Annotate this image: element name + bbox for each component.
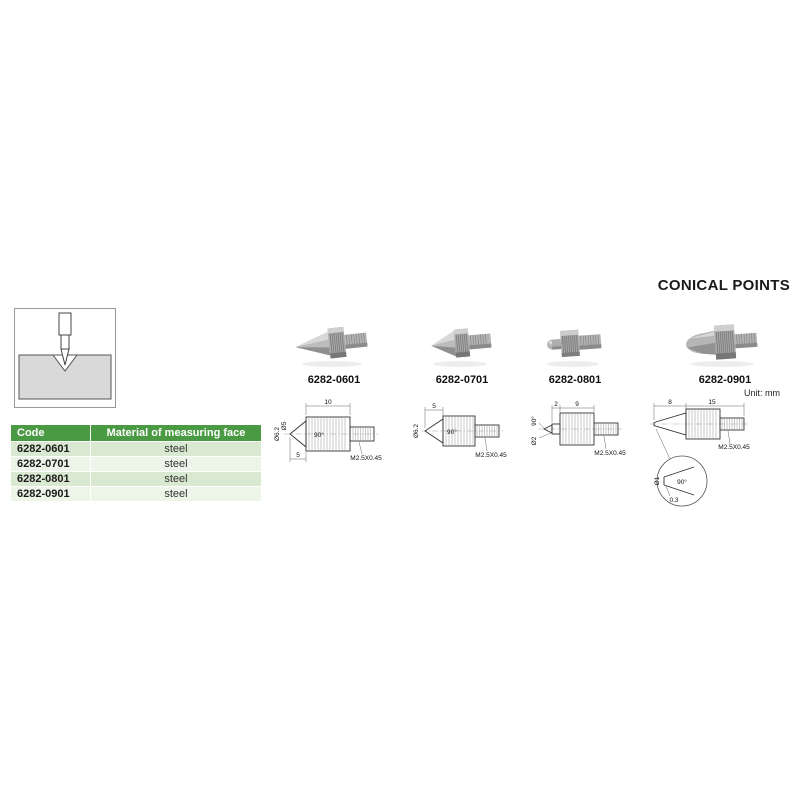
dim-thread: M2.5X0.45 bbox=[718, 444, 750, 451]
cell-material: steel bbox=[90, 456, 262, 472]
product-photo-small-conical-point bbox=[547, 329, 602, 367]
detail-circle bbox=[656, 455, 708, 507]
product-6282-0901: 6282-0901 bbox=[680, 314, 770, 386]
product-photo-wide-conical-point bbox=[431, 328, 492, 367]
dim-thread: M2.5X0.45 bbox=[594, 450, 626, 457]
dim-angle: 90° bbox=[530, 416, 538, 426]
cell-code: 6282-0601 bbox=[10, 441, 91, 457]
product-code: 6282-0801 bbox=[548, 374, 602, 386]
table-row: 6282-0801 steel bbox=[10, 471, 262, 487]
dim-cone-length: 5 bbox=[296, 452, 300, 459]
cell-code: 6282-0901 bbox=[10, 486, 91, 502]
product-6282-0701: 6282-0701 bbox=[422, 316, 502, 386]
dim-total-length: 15 bbox=[708, 399, 716, 406]
indicator-spindle bbox=[60, 334, 70, 350]
cell-material: steel bbox=[90, 441, 262, 457]
table-header-row: Code Material of measuring face bbox=[10, 424, 262, 442]
dim-body-length: 9 bbox=[575, 401, 579, 408]
dim-tip-diameter: Ø2 bbox=[531, 436, 538, 445]
dim-thread: M2.5X0.45 bbox=[350, 455, 382, 462]
drawing-6282-0801: 2 9 90° Ø2 M2.5X0.45 bbox=[530, 401, 626, 457]
table-header-code: Code bbox=[10, 424, 91, 442]
cell-material: steel bbox=[90, 471, 262, 487]
dim-angle: 90° bbox=[314, 431, 324, 439]
product-photo-rounded-conical-point bbox=[686, 324, 758, 367]
table-row: 6282-0601 steel bbox=[10, 441, 262, 457]
product-6282-0801: 6282-0801 bbox=[535, 316, 615, 386]
cell-material: steel bbox=[90, 486, 262, 502]
table-header-material: Material of measuring face bbox=[90, 424, 262, 442]
dim-tip-length: 2 bbox=[554, 401, 558, 408]
dim-cone-length: 5 bbox=[432, 403, 436, 410]
product-photo-sharp-conical-point bbox=[295, 326, 368, 367]
table-row: 6282-0901 steel bbox=[10, 486, 262, 502]
product-code: 6282-0701 bbox=[435, 374, 489, 386]
drawing-6282-0601: 10 90° Ø6.2 Ø5 5 M2.5X0.45 bbox=[274, 399, 382, 462]
product-6282-0601: 6282-0601 bbox=[290, 316, 378, 386]
spec-table: Code Material of measuring face 6282-060… bbox=[10, 424, 262, 502]
indicator-stem bbox=[58, 312, 72, 336]
dim-thread: M2.5X0.45 bbox=[475, 452, 507, 459]
drawing-6282-0901: 8 15 M2.5X0.45 Ø1 90° 0.3 bbox=[650, 399, 750, 507]
table-row: 6282-0701 steel bbox=[10, 456, 262, 472]
application-diagram-drawing bbox=[18, 312, 112, 400]
dim-cone-diameter: Ø5 bbox=[281, 421, 288, 430]
section-title: CONICAL POINTS bbox=[657, 277, 790, 294]
conical-tip bbox=[60, 348, 70, 366]
product-code: 6282-0901 bbox=[698, 374, 752, 386]
detail-angle: 90° bbox=[677, 478, 687, 486]
application-diagram bbox=[14, 308, 116, 408]
drawing-6282-0701: 5 Ø6.2 90° M2.5X0.45 bbox=[413, 403, 507, 459]
dim-tip-length: 8 bbox=[668, 399, 672, 406]
dim-body-diameter: Ø6.2 bbox=[413, 424, 420, 438]
detail-radius: 0.3 bbox=[669, 497, 678, 504]
product-code: 6282-0601 bbox=[307, 374, 361, 386]
cell-code: 6282-0801 bbox=[10, 471, 91, 487]
dim-angle: 90° bbox=[447, 428, 457, 436]
unit-label: Unit: mm bbox=[744, 388, 780, 398]
dim-body-diameter: Ø6.2 bbox=[274, 427, 281, 441]
detail-tip-diameter: Ø1 bbox=[654, 476, 661, 485]
cell-code: 6282-0701 bbox=[10, 456, 91, 472]
dim-length-total: 10 bbox=[324, 399, 332, 406]
